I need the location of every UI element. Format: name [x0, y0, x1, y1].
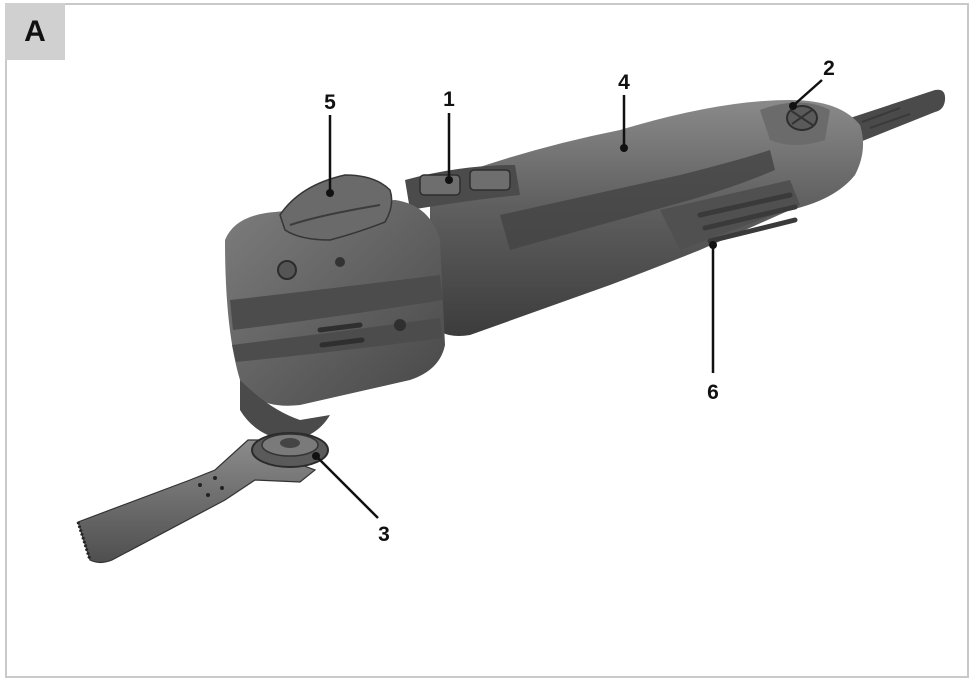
blade-flange	[251, 432, 329, 468]
panel-letter: A	[5, 3, 65, 60]
motor-housing	[430, 100, 864, 336]
quick-release-lever	[279, 174, 393, 241]
callout-5: 5	[324, 91, 336, 114]
callout-3: 3	[378, 523, 390, 546]
on-off-switch	[405, 165, 520, 210]
speed-dial	[786, 105, 818, 131]
leader-dots	[312, 102, 797, 460]
leader-line-3	[317, 457, 379, 519]
leader-line-2	[794, 79, 823, 105]
leader-lines	[317, 79, 823, 519]
saw-blade	[76, 439, 317, 564]
gear-head	[225, 200, 445, 440]
callout-1: 1	[443, 88, 455, 111]
callout-4: 4	[618, 71, 630, 94]
callout-2: 2	[823, 57, 835, 80]
power-cord	[850, 89, 946, 142]
callout-6: 6	[707, 381, 719, 404]
figure-frame	[5, 3, 969, 678]
